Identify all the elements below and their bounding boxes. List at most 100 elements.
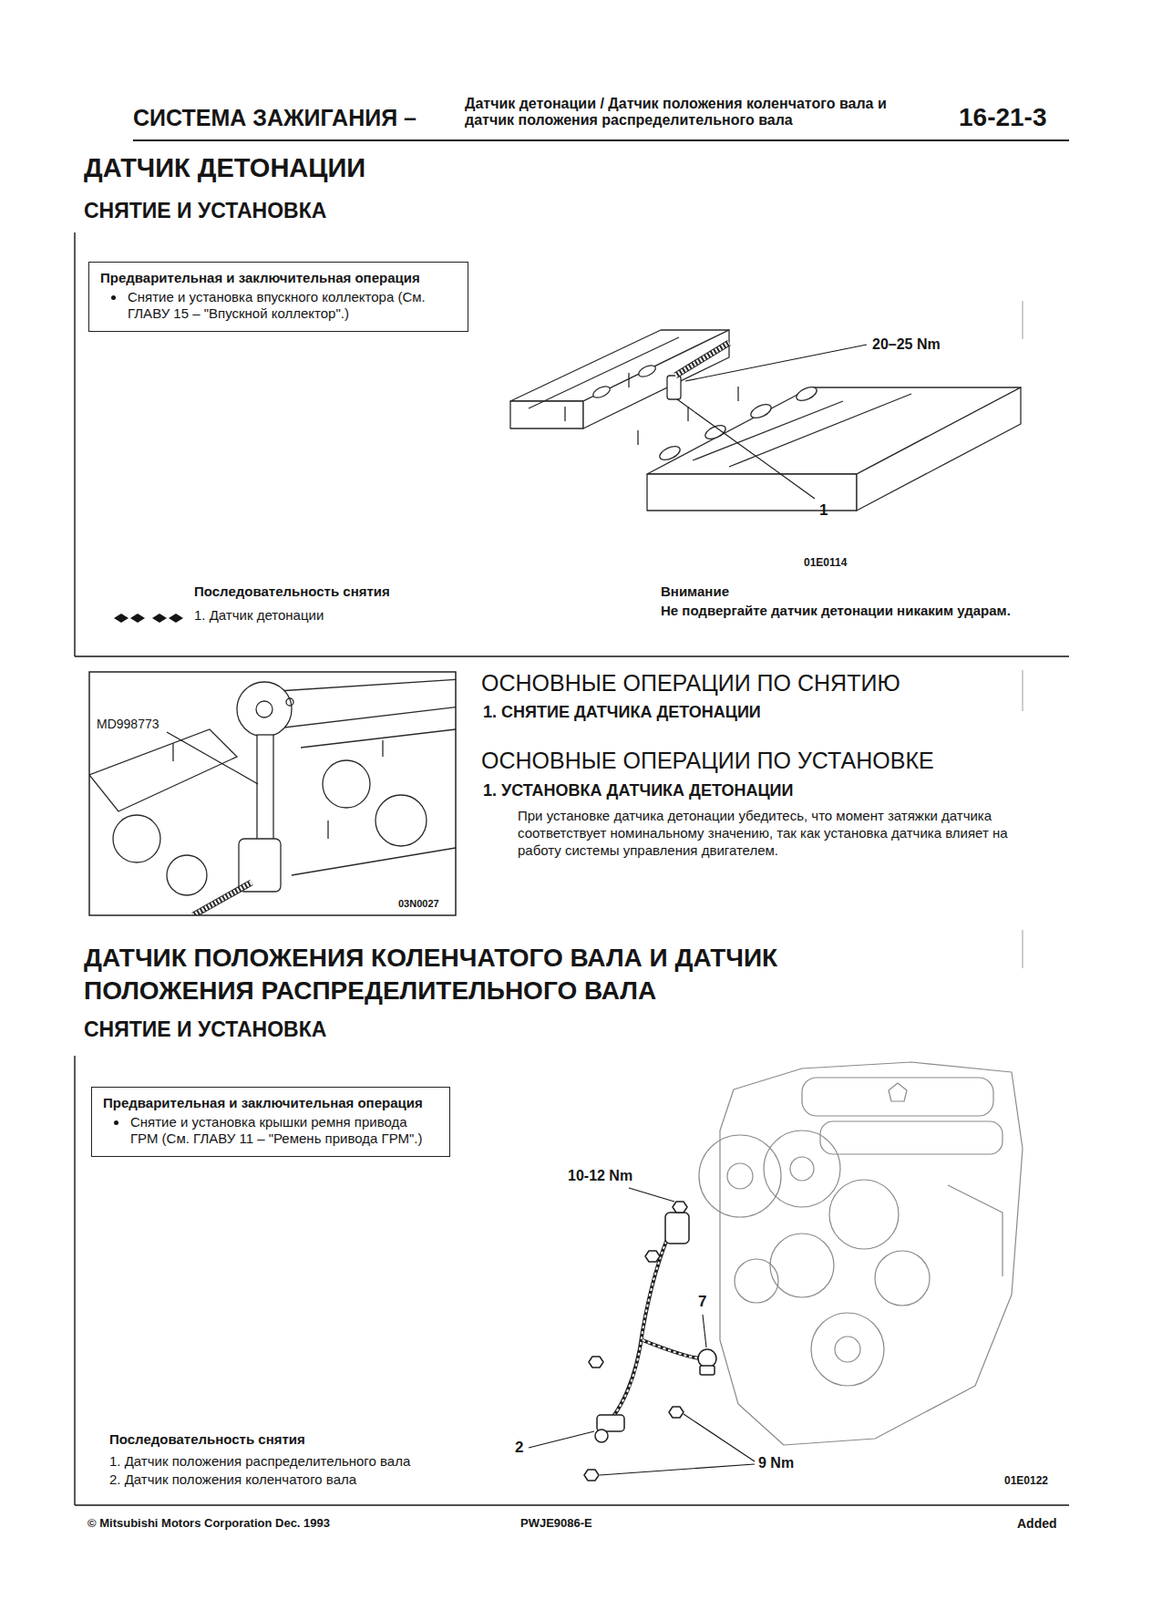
- revision-note: Added: [1017, 1515, 1058, 1531]
- sensor-harness: [642, 1339, 700, 1358]
- leader-line: [677, 344, 867, 499]
- callout-number: 2: [514, 1438, 524, 1457]
- caution-text: Не подвергайте датчик детонации никаким …: [660, 601, 1035, 619]
- engine-valley-illustration: [667, 375, 681, 400]
- sequence-heading: Последовательность снятия: [194, 583, 391, 600]
- procedure-symbol: [152, 613, 160, 623]
- engine-valley-illustration: [794, 383, 820, 403]
- rule-line: [73, 1055, 75, 1505]
- tool-illustration: [327, 820, 329, 839]
- sensor-harness: [668, 1406, 684, 1418]
- tool-illustration: [277, 678, 456, 728]
- engine-front-illustration: [719, 1061, 1023, 1445]
- engine-valley-illustration: [564, 406, 566, 422]
- sequence-item: 1. Датчик детонации: [194, 606, 324, 624]
- tool-illustration: [236, 681, 292, 737]
- engine-front-illustration: [790, 1156, 814, 1181]
- margin-mark: [1022, 669, 1024, 711]
- engine-valley-illustration: [528, 337, 679, 409]
- sensor-harness: [584, 1201, 717, 1481]
- engine-valley-illustration: [675, 342, 730, 376]
- sequence-item: 2. Датчик положения коленчатого вала: [109, 1470, 357, 1488]
- sensor-harness: [612, 1225, 673, 1418]
- leader-line: [702, 1314, 707, 1348]
- engine-front-illustration: [874, 1250, 930, 1306]
- leader-line: [599, 1463, 755, 1475]
- tool-illustration: [113, 814, 161, 863]
- torque-value: 9 Nm: [758, 1453, 794, 1471]
- engine-front-illustration: [834, 1336, 861, 1362]
- page-number: 16-21-3: [958, 102, 1048, 133]
- sequence-item: 1. Датчик положения распределительного в…: [109, 1452, 411, 1470]
- procedure-symbol: [137, 613, 145, 623]
- copyright: © Mitsubishi Motors Corporation Dec. 199…: [87, 1515, 330, 1531]
- box-item: Снятие и установка крышки ремня привода …: [102, 1113, 439, 1147]
- engine-front-illustration: [763, 1130, 841, 1207]
- leader-line: [677, 399, 815, 499]
- torque-value: 10-12 Nm: [567, 1166, 633, 1184]
- engine-front-illustration: [802, 1077, 994, 1116]
- procedure-symbol: [159, 613, 167, 623]
- figure-frame: [89, 671, 456, 916]
- sensor-harness: [584, 1469, 599, 1481]
- sensor-harness: [665, 1212, 689, 1244]
- leader-line: [166, 731, 258, 784]
- procedure-symbol: [121, 613, 129, 623]
- note-box: Предварительная и заключительная операци…: [91, 1086, 451, 1157]
- leader-line: [685, 344, 867, 381]
- rule-line: [74, 140, 1070, 1505]
- engine-front-illustration: [734, 1258, 779, 1303]
- callout-number: 7: [698, 1292, 707, 1311]
- leader-line: [528, 1430, 595, 1448]
- engine-valley-illustration: [658, 442, 683, 463]
- tool-illustration: [89, 729, 237, 812]
- operation-heading: 1. СНЯТИЕ ДАТЧИКА ДЕТОНАЦИИ: [483, 702, 761, 722]
- engine-front-illustration: [888, 1082, 907, 1101]
- margin-mark: [1022, 929, 1024, 968]
- leader-line: [628, 1187, 675, 1202]
- engine-valley-illustration: [749, 401, 774, 421]
- tool-illustration: [193, 882, 252, 916]
- leader-line: [528, 1187, 755, 1475]
- engine-valley-illustration: [510, 329, 1021, 511]
- tool-illustration: [166, 854, 207, 895]
- sequence-heading: Последовательность снятия: [109, 1430, 306, 1448]
- leader-line: [166, 731, 258, 784]
- tool-illustration: [291, 847, 456, 875]
- tool-illustration: [322, 760, 371, 808]
- engine-front-illustration: [947, 1184, 1003, 1276]
- procedure-symbol: [168, 613, 176, 623]
- sensor-harness: [595, 1429, 608, 1442]
- figure-frame: [89, 671, 456, 916]
- procedure-symbol: [130, 613, 138, 623]
- leader-line: [683, 1413, 755, 1461]
- sensor-harness: [672, 1201, 688, 1213]
- instruction-text: При установке датчика детонации убедитес…: [517, 806, 1038, 859]
- engine-valley-illustration: [737, 386, 739, 402]
- engine-valley-illustration: [583, 329, 730, 429]
- procedure-symbol: [113, 613, 184, 623]
- sensor-harness: [642, 1339, 700, 1358]
- section-title: ДАТЧИК ПОЛОЖЕНИЯ КОЛЕНЧАТОГО ВАЛА И ДАТЧ…: [83, 941, 905, 1008]
- procedure-symbol: [175, 613, 184, 623]
- section-title: ДАТЧИК ДЕТОНАЦИИ: [83, 152, 366, 184]
- tool-illustration: [300, 729, 456, 748]
- engine-valley-illustration: [591, 383, 612, 401]
- callout-number: 1: [819, 501, 828, 520]
- sensor-harness: [612, 1225, 673, 1418]
- subsection-heading: ОСНОВНЫЕ ОПЕРАЦИИ ПО СНЯТИЮ: [481, 669, 901, 697]
- engine-valley-illustration: [687, 406, 689, 422]
- tool-illustration: [286, 698, 294, 706]
- tool-illustration: [256, 700, 273, 718]
- figure-code: 01E0114: [803, 555, 847, 569]
- tool-number: MD998773: [96, 716, 160, 731]
- engine-valley-illustration: [510, 401, 584, 429]
- document-code: PWJE9086-E: [520, 1515, 593, 1531]
- tool-illustration: [257, 734, 274, 843]
- engine-front-illustration: [811, 1312, 885, 1386]
- procedure-symbol: [113, 613, 122, 623]
- engine-valley-illustration: [627, 372, 629, 388]
- sensor-harness: [699, 1365, 715, 1375]
